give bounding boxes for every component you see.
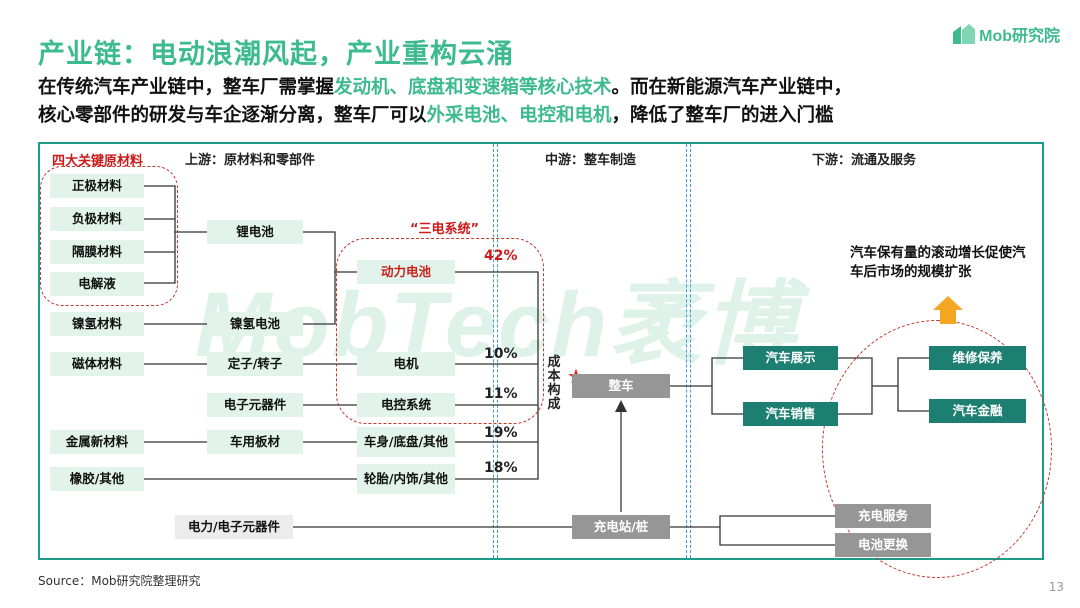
up-arrow-icon <box>933 296 963 310</box>
aftermarket-oval <box>822 320 1052 578</box>
body-chassis-box: 车身/底盘/其他 <box>357 427 455 457</box>
page-number: 13 <box>1048 580 1064 594</box>
vehicle-box: 整车 <box>572 374 670 398</box>
stator-rotor-box: 定子/转子 <box>207 352 303 376</box>
electrolyte-box: 电解液 <box>50 272 144 296</box>
power-battery-box: 动力电池 <box>357 260 455 284</box>
motor-box: 电机 <box>357 352 455 376</box>
vehicle-plate-box: 车用板材 <box>207 430 303 454</box>
car-sales-box: 汽车销售 <box>743 402 838 426</box>
anode-material-box: 负极材料 <box>50 207 144 231</box>
body-share: 19% <box>484 425 518 441</box>
upstream-heading: 上游：原材料和零部件 <box>185 153 316 168</box>
electronic-components-box: 电子元器件 <box>207 393 303 417</box>
page-title: 产业链：电动浪潮风起，产业重构云涌 <box>38 39 514 70</box>
battery-swap-box: 电池更换 <box>835 533 931 557</box>
metal-material-box: 金属新材料 <box>50 430 144 454</box>
car-finance-box: 汽车金融 <box>929 399 1026 423</box>
logo: Mob研究院 <box>953 22 1060 46</box>
tire-share: 18% <box>484 460 518 476</box>
tire-interior-box: 轮胎/内饰/其他 <box>357 464 455 494</box>
up-arrow-stem <box>940 310 956 324</box>
charging-service-box: 充电服务 <box>835 504 931 528</box>
maintenance-box: 维修保养 <box>929 346 1026 370</box>
logo-icon <box>953 24 976 44</box>
three-electric-label: “三电系统” <box>410 222 480 237</box>
power-electronics-box: 电力/电子元器件 <box>175 515 293 539</box>
separator-material-box: 隔膜材料 <box>50 240 144 264</box>
car-display-box: 汽车展示 <box>743 346 838 370</box>
aftermarket-note: 汽车保有量的滚动增长促使汽车后市场的规模扩张 <box>850 245 1026 280</box>
key-materials-label: 四大关键原材料 <box>52 154 144 169</box>
magnet-material-box: 磁体材料 <box>50 352 144 376</box>
nimh-material-box: 镍氢材料 <box>50 312 144 336</box>
key-materials-oval <box>40 166 178 306</box>
motor-share: 10% <box>484 346 518 362</box>
charging-station-box: 充电站/桩 <box>572 515 670 539</box>
power-battery-share: 42% <box>484 248 518 264</box>
cathode-material-box: 正极材料 <box>50 174 144 198</box>
three-electric-oval <box>336 238 544 424</box>
source-note: Source：Mob研究院整理研究 <box>38 574 201 588</box>
diagram-frame <box>38 142 1044 560</box>
nimh-battery-box: 镍氢电池 <box>207 312 303 336</box>
rubber-other-box: 橡胶/其他 <box>50 467 144 491</box>
control-share: 11% <box>484 386 518 402</box>
electric-control-box: 电控系统 <box>357 393 455 417</box>
subtitle: 在传统汽车产业链中，整车厂需掌握发动机、底盘和变速箱等核心技术。而在新能源汽车产… <box>38 77 853 126</box>
logo-text: Mob研究院 <box>979 28 1060 45</box>
divider-line <box>686 144 687 558</box>
downstream-heading: 下游：流通及服务 <box>812 153 917 168</box>
cost-composition-label: 成本构成 <box>547 355 561 412</box>
midstream-heading: 中游：整车制造 <box>545 153 637 168</box>
lithium-battery-box: 锂电池 <box>207 220 303 244</box>
divider-line <box>690 144 691 558</box>
